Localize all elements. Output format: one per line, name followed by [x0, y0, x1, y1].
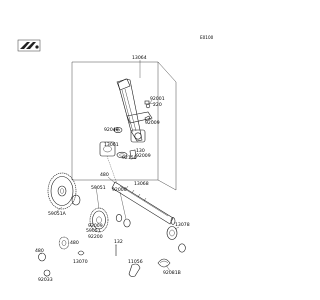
shaft-seal[interactable] [116, 151, 128, 159]
label-ratchet: 13070 [73, 259, 88, 265]
shaft-circlip[interactable] [115, 214, 123, 222]
label-idle-gear: 59051 [86, 228, 101, 234]
label-washer-480: 480 [100, 172, 109, 178]
label-pedal-nut: 92049 [104, 127, 119, 133]
small-spring[interactable] [77, 250, 85, 256]
label-shaft-seal: 92150 [122, 155, 137, 161]
pivot-bolt[interactable] [129, 149, 137, 160]
label-kick-pedal-assy: 13064 [132, 55, 147, 61]
pedal-boss[interactable] [99, 141, 116, 157]
assembly-leader [106, 155, 118, 185]
guide[interactable] [128, 263, 141, 277]
label-gear-washer: 59051A [48, 211, 67, 217]
kick-gear[interactable] [47, 172, 77, 210]
shaft-washer[interactable] [123, 218, 131, 228]
label-guide: 11056 [128, 259, 143, 265]
label-pedal-spring: 92009 [136, 153, 151, 159]
kick-shaft[interactable] [111, 181, 176, 225]
part-labels: 13064 92001 220 92009 92049 130 92009 13… [35, 55, 190, 283]
label-shaft-washer: 92200 [88, 234, 103, 240]
label-washer-92000: 92000 [112, 187, 127, 193]
label-collar-480: 480 [70, 240, 79, 246]
ratchet-spring[interactable] [157, 258, 171, 268]
label-pivot-bolt: 130 [136, 148, 145, 154]
kawasaki-logo-icon [17, 39, 41, 52]
gear-washer[interactable] [71, 194, 81, 206]
left-collar[interactable] [58, 236, 70, 250]
label-stopper: 13078 [175, 222, 190, 228]
stopper[interactable] [178, 243, 186, 253]
pedal-spring-bolt[interactable] [144, 115, 154, 122]
left-ring[interactable] [38, 252, 46, 262]
label-kick-gear: 59051 [91, 185, 106, 191]
label-pin: 132 [114, 239, 123, 245]
label-ring-480: 480 [35, 248, 44, 254]
label-pedal-boss: 13061 [104, 142, 119, 148]
kick-pedal[interactable] [116, 78, 153, 143]
leader-lines [39, 60, 180, 278]
figure-reference: E0100 [200, 35, 214, 40]
label-pedal-bolt: 92001 [150, 96, 165, 102]
label-circlip: 92009 [88, 223, 103, 229]
label-pedal-spring-bolt: 92009 [145, 120, 160, 126]
left-bolt[interactable] [43, 269, 51, 277]
kick-starter-exploded-diagram: E0100 [17, 35, 214, 283]
pedal-assembly-frame-side [157, 61, 177, 191]
label-left-bolt: 92033 [38, 277, 53, 283]
label-pedal-screw: 220 [153, 102, 162, 108]
label-ratchet-spring: 92081B [163, 270, 181, 276]
pedal-screw[interactable] [144, 100, 156, 105]
label-kick-shaft: 13068 [134, 181, 149, 187]
pedal-nut[interactable] [113, 127, 123, 133]
ratchet[interactable] [166, 226, 178, 240]
